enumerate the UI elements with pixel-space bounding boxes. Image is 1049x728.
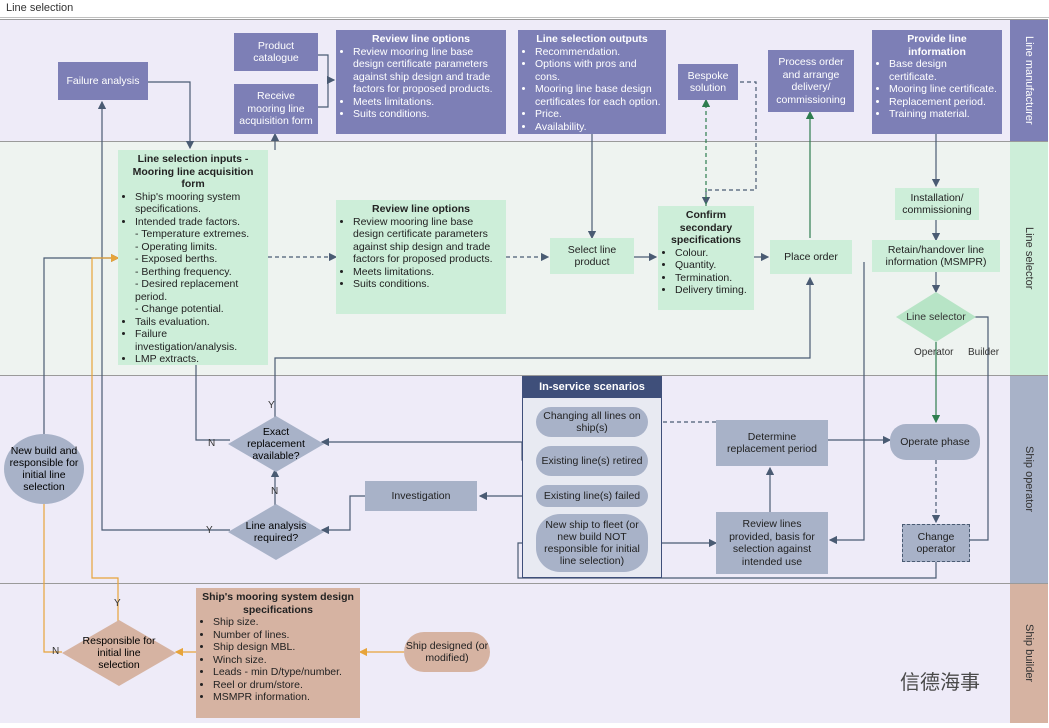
- review-line-options-top: Review line options Review mooring line …: [336, 30, 506, 134]
- provide-info-item: Base design certificate.: [889, 58, 997, 83]
- design-specs-item: Leads - min D/type/number.: [213, 666, 355, 679]
- inputs-item: - Exposed berths.: [135, 253, 218, 265]
- confirm-secondary-specs: Confirm secondary specifications Colour.…: [658, 206, 754, 310]
- line-selection-outputs: Line selection outputs Recommendation. O…: [518, 30, 666, 134]
- receive-form-box: Receive mooring line acquisition form: [234, 84, 318, 134]
- inputs-item: - Change potential.: [135, 303, 224, 315]
- changing-all-lines-pill: Changing all lines on ship(s): [536, 407, 648, 437]
- inputs-item: - Operating limits.: [135, 240, 218, 253]
- responsible-label: Responsible for initial line selection: [82, 635, 156, 671]
- page-title: Line selection: [0, 0, 1049, 18]
- ship-designed-pill: Ship designed (or modified): [404, 632, 490, 672]
- edge-label-n-responsible: N: [52, 646, 60, 657]
- inputs-item: Failure investigation/analysis.: [135, 328, 263, 353]
- outputs-title: Line selection outputs: [536, 33, 648, 45]
- line-analysis-label: Line analysis required?: [245, 520, 307, 544]
- operate-phase-pill: Operate phase: [890, 424, 980, 460]
- watermark-text: 信德海事: [900, 672, 980, 694]
- design-specs-item: MSMPR information.: [213, 691, 355, 704]
- edge-label-n-analysis: N: [271, 486, 279, 497]
- retain-handover-box: Retain/handover line information (MSMPR): [872, 240, 1000, 272]
- confirm-title: Confirm secondary specifications: [670, 209, 742, 246]
- lane-tab-selector: Line selector: [1010, 141, 1048, 375]
- review-mid-item: Review mooring line base design certific…: [353, 216, 501, 266]
- design-specifications-box: Ship's mooring system design specificati…: [196, 588, 360, 718]
- review-top-title: Review line options: [371, 33, 471, 45]
- provide-info-item: Replacement period.: [889, 96, 997, 109]
- lane-operator: [0, 375, 1010, 583]
- line-selection-inputs: Line selection inputs - Mooring line acq…: [118, 150, 268, 365]
- outputs-item: Price.: [535, 108, 661, 121]
- edge-label-y-responsible: Y: [114, 598, 121, 609]
- line-selector-diamond: [896, 292, 976, 342]
- provide-info-item: Mooring line certificate.: [889, 83, 997, 96]
- design-specs-item: Ship size.: [213, 616, 355, 629]
- design-specs-item: Number of lines.: [213, 629, 355, 642]
- inputs-item: - Berthing frequency.: [135, 265, 232, 278]
- confirm-item: Termination.: [675, 272, 749, 285]
- outputs-item: Availability.: [535, 121, 661, 134]
- installation-box: Installation/ commissioning: [895, 188, 979, 220]
- inputs-item: Intended trade factors.: [135, 216, 263, 229]
- inputs-title: Line selection inputs - Mooring line acq…: [132, 153, 254, 190]
- select-line-product-box: Select line product: [550, 238, 634, 274]
- line-selector-label: Line selector: [906, 311, 966, 323]
- provide-line-information: Provide line information Base design cer…: [872, 30, 1002, 134]
- exact-replacement-diamond: [228, 416, 324, 472]
- line-analysis-diamond: [228, 504, 324, 560]
- place-order-box: Place order: [770, 240, 852, 274]
- investigation-box: Investigation: [365, 481, 477, 511]
- existing-retired-pill: Existing line(s) retired: [536, 446, 648, 476]
- outputs-item: Options with pros and cons.: [535, 58, 661, 83]
- review-top-item: Suits conditions.: [353, 108, 501, 121]
- exact-replacement-label: Exact replacement available?: [247, 426, 305, 462]
- lane-tab-manufacturer: Line manufacturer: [1010, 19, 1048, 141]
- inputs-item: Ship's mooring system specifications.: [135, 191, 263, 216]
- review-top-item: Meets limitations.: [353, 96, 501, 109]
- responsible-diamond: [62, 620, 176, 686]
- change-operator-box: Change operator: [902, 524, 970, 562]
- edge-label-n-exact: N: [208, 438, 216, 449]
- outputs-item: Mooring line base design certificates fo…: [535, 83, 661, 108]
- confirm-item: Colour.: [675, 247, 749, 260]
- inputs-item: - Desired replacement period.: [135, 278, 239, 303]
- inputs-item: LMP extracts.: [135, 353, 263, 366]
- design-specs-title: Ship's mooring system design specificati…: [202, 591, 354, 616]
- review-top-item: Review mooring line base design certific…: [353, 46, 501, 96]
- lane-tab-operator: Ship operator: [1010, 375, 1048, 583]
- determine-period-box: Determine replacement period: [716, 420, 828, 466]
- review-mid-item: Meets limitations.: [353, 266, 501, 279]
- lane-tab-builder: Ship builder: [1010, 583, 1048, 723]
- edge-label-y-exact: Y: [268, 400, 275, 411]
- review-mid-title: Review line options: [371, 203, 471, 215]
- review-mid-item: Suits conditions.: [353, 278, 501, 291]
- review-lines-box: Review lines provided, basis for selecti…: [716, 512, 828, 574]
- outputs-item: Recommendation.: [535, 46, 661, 59]
- failure-analysis-box: Failure analysis: [58, 62, 148, 100]
- in-service-title: In-service scenarios: [522, 376, 662, 398]
- inputs-item: Tails evaluation.: [135, 316, 263, 329]
- design-specs-item: Reel or drum/store.: [213, 679, 355, 692]
- confirm-item: Quantity.: [675, 259, 749, 272]
- inputs-item: - Temperature extremes.: [135, 228, 250, 240]
- review-line-options-mid: Review line options Review mooring line …: [336, 200, 506, 314]
- new-ship-pill: New ship to fleet (or new build NOT resp…: [536, 514, 648, 572]
- design-specs-item: Winch size.: [213, 654, 355, 667]
- operator-branch-label: Operator: [914, 347, 954, 358]
- builder-branch-label: Builder: [968, 347, 1000, 358]
- product-catalogue-box: Product catalogue: [234, 33, 318, 71]
- edge-label-y-analysis: Y: [206, 525, 213, 536]
- provide-info-item: Training material.: [889, 108, 997, 121]
- new-build-circle: New build and responsible for initial li…: [4, 434, 84, 504]
- process-order-box: Process order and arrange delivery/ comm…: [768, 50, 854, 112]
- confirm-item: Delivery timing.: [675, 284, 749, 297]
- design-specs-item: Ship design MBL.: [213, 641, 355, 654]
- bespoke-solution-box: Bespoke solution: [678, 64, 738, 100]
- provide-info-title: Provide line information: [907, 33, 967, 58]
- existing-failed-pill: Existing line(s) failed: [536, 485, 648, 507]
